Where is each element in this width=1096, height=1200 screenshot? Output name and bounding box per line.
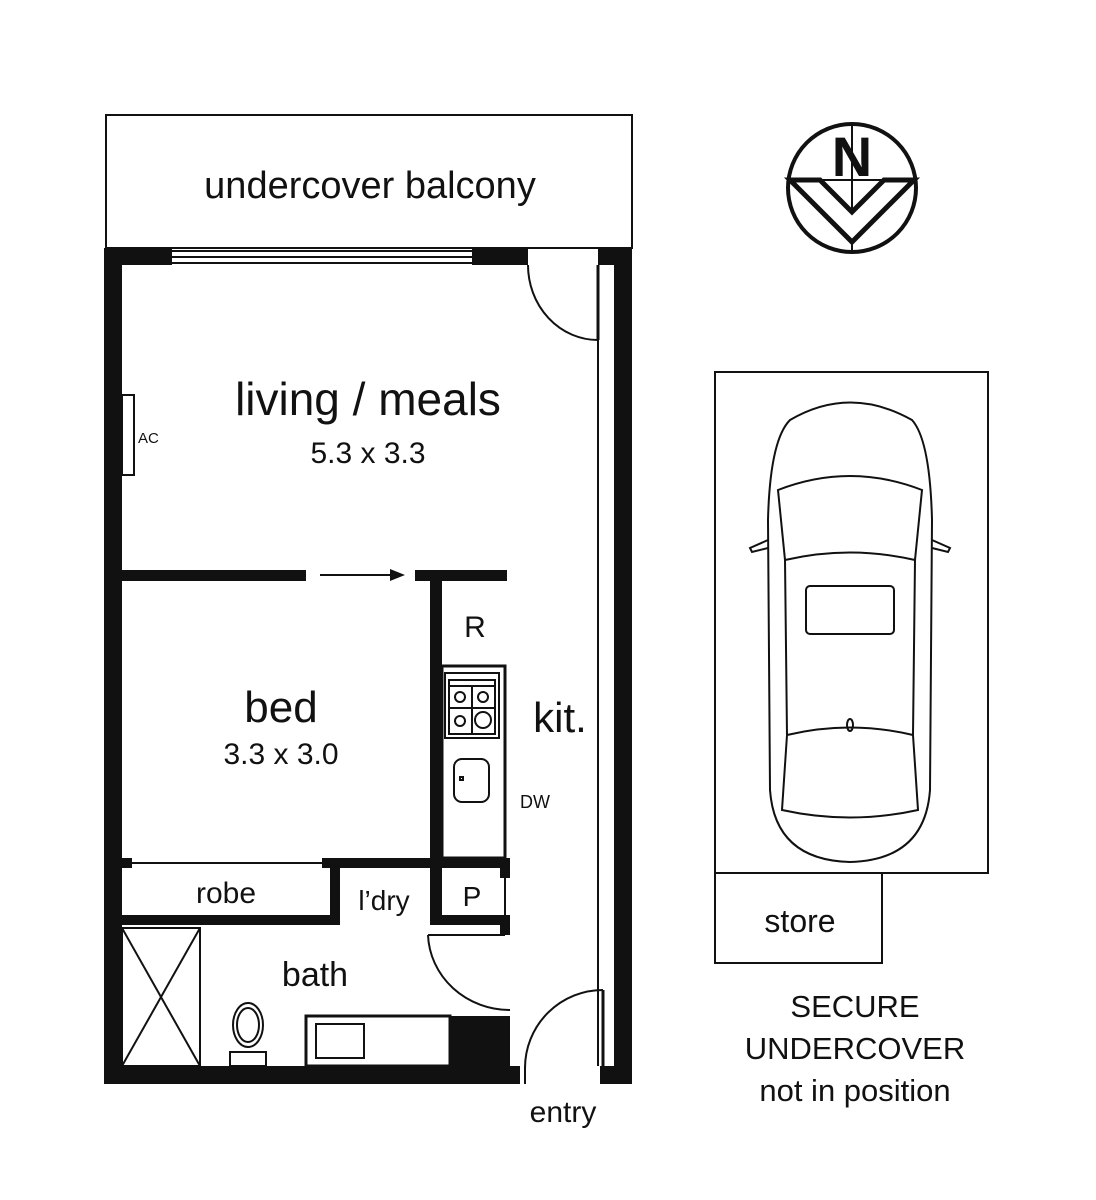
vanity [304, 1014, 510, 1068]
toilet [229, 1002, 267, 1067]
parking-line-1: SECURE [790, 989, 919, 1024]
north-compass-icon: N [783, 122, 921, 254]
pantry-label: P [463, 881, 482, 912]
shower [121, 927, 201, 1067]
laundry-label: l’dry [358, 885, 409, 916]
living-label: living / meals [235, 373, 501, 425]
bed-dimensions: 3.3 x 3.0 [223, 738, 338, 771]
sink [453, 758, 490, 803]
balcony-door [527, 264, 600, 341]
car-space [714, 371, 989, 874]
bath-door [427, 934, 511, 1011]
store-outline [714, 872, 883, 964]
parking-line-3: not in position [759, 1073, 950, 1108]
cooktop [444, 672, 500, 739]
entry-door [524, 989, 605, 1084]
store-label: store [764, 903, 835, 939]
balcony-outline [105, 114, 633, 249]
entry-label: entry [530, 1096, 597, 1129]
kitchen-label: kit. [533, 694, 587, 741]
robe-label: robe [196, 877, 256, 910]
interior-walls [122, 570, 510, 935]
dishwasher-label: DW [520, 792, 550, 812]
kitchen-bench [440, 664, 507, 860]
bath-label: bath [282, 956, 348, 994]
fridge-label: R [464, 611, 486, 644]
bed-label: bed [244, 683, 317, 732]
balcony-label: undercover balcony [204, 165, 536, 207]
parking-line-2: UNDERCOVER [745, 1031, 965, 1066]
car-icon [748, 401, 952, 864]
exterior-walls [104, 248, 632, 1084]
living-dimensions: 5.3 x 3.3 [310, 437, 425, 470]
compass-north-label: N [832, 125, 872, 188]
sliding-door-arrow [320, 569, 405, 581]
ac-unit [121, 394, 135, 476]
ac-label: AC [138, 430, 159, 447]
window [172, 250, 472, 264]
